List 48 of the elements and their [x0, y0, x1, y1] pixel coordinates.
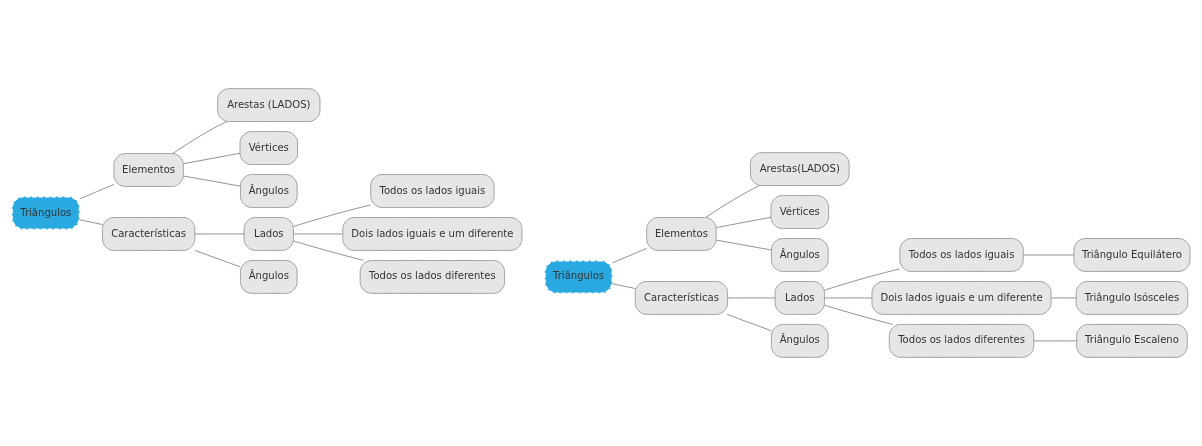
node-box: Ângulos: [771, 238, 829, 272]
connector: [293, 204, 371, 227]
connector: [1033, 340, 1078, 342]
connector: [79, 183, 115, 200]
connector: [194, 233, 245, 235]
node-box: Triângulo Equilátero: [1073, 238, 1191, 272]
node-box: Triângulos: [11, 195, 81, 231]
connector: [612, 283, 636, 289]
connector: [293, 233, 344, 235]
node-box: Elementos: [646, 217, 717, 251]
connector: [194, 250, 241, 268]
node-box: Triângulo Isósceles: [1075, 281, 1189, 315]
node-box: Todos os lados iguais: [370, 174, 495, 208]
node-box: Triângulos: [543, 259, 614, 295]
connector: [183, 175, 241, 187]
connector: [293, 240, 365, 261]
connector: [824, 304, 894, 325]
connector: [1050, 297, 1077, 299]
node-box: Triângulo Escaleno: [1076, 324, 1188, 358]
node-box: Todos os lados iguais: [899, 238, 1024, 272]
node-box: Ângulos: [240, 174, 298, 208]
node-box: Arestas (LADOS): [217, 88, 321, 122]
node-box: Dois lados iguais e um diferente: [342, 217, 523, 251]
node-box: Vértices: [239, 131, 299, 165]
node-box: Características: [102, 217, 196, 251]
connector: [715, 239, 772, 251]
connector: [727, 297, 776, 299]
node-box: Elementos: [113, 153, 184, 187]
connector: [183, 152, 241, 165]
node-box: Vértices: [770, 195, 829, 229]
node-box: Características: [634, 281, 729, 315]
node-box: Todos os lados diferentes: [359, 260, 506, 294]
node-box: Todos os lados diferentes: [888, 324, 1035, 358]
connector: [612, 247, 648, 264]
connector: [1022, 254, 1075, 256]
node-box: Ângulos: [771, 324, 829, 358]
node-box: Lados: [243, 217, 294, 251]
node-box: Lados: [774, 281, 825, 315]
connector: [824, 297, 873, 299]
node-box: Dois lados iguais e um diferente: [871, 281, 1052, 315]
connector: [824, 268, 901, 291]
connector: [172, 121, 228, 154]
connector: [79, 219, 103, 225]
connector: [705, 185, 760, 218]
node-box: Arestas(LADOS): [749, 152, 850, 186]
connector: [715, 216, 772, 228]
node-box: Ângulos: [240, 260, 298, 294]
connector: [726, 313, 772, 332]
